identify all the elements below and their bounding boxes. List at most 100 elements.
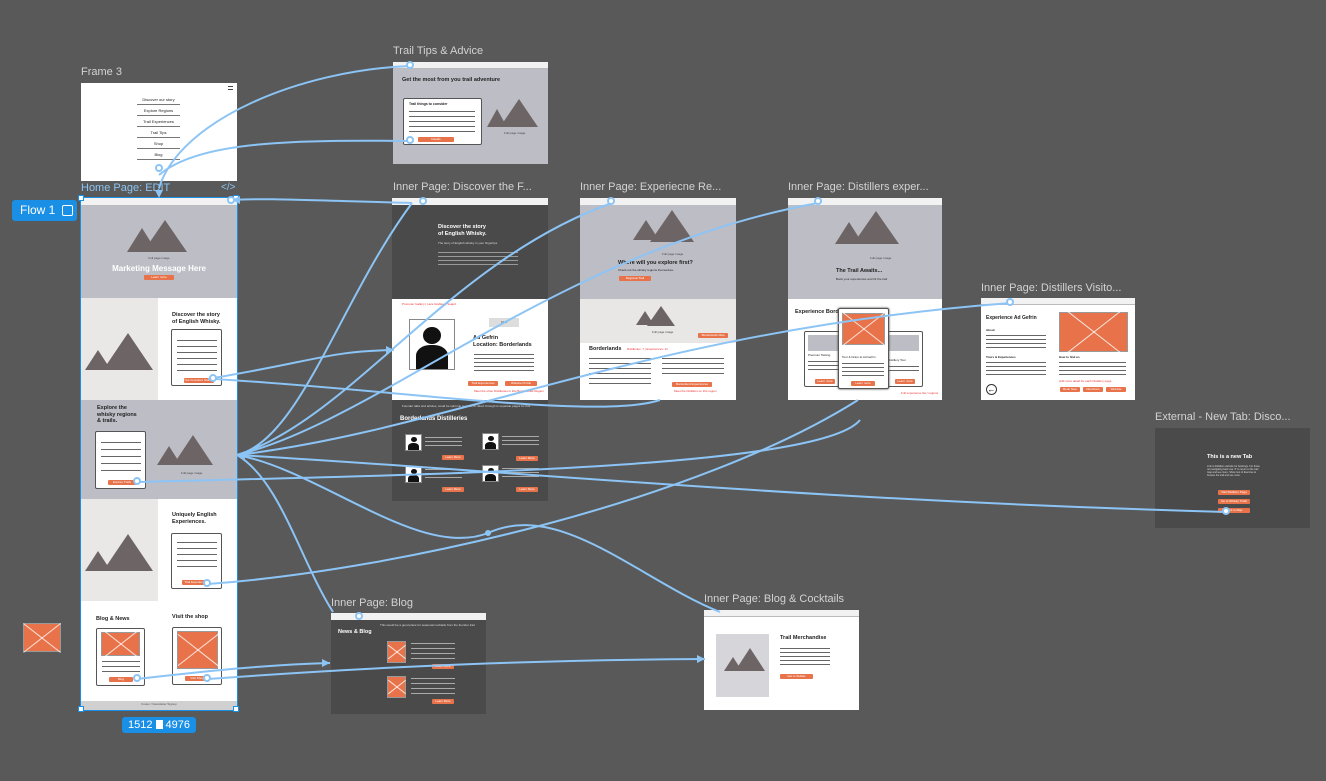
menu-item-regions[interactable]: Explore Regions — [137, 106, 180, 116]
frame-label-experience[interactable]: Inner Page: Experiecne Re... — [580, 181, 722, 193]
back-arrow-icon[interactable]: ← — [986, 384, 997, 395]
frame-label-discover[interactable]: Inner Page: Discover the F... — [393, 181, 532, 193]
visit-distillers-button[interactable]: Visit Distillers Page — [1218, 490, 1250, 495]
learn-more-button[interactable]: Learn More — [442, 487, 464, 492]
menu-item-shop[interactable]: Shop — [137, 139, 180, 149]
website-button[interactable]: Website — [1106, 387, 1126, 392]
frame-shop[interactable]: Trail Merchandise Get to Soldier — [704, 610, 859, 710]
connection-handle[interactable] — [155, 164, 163, 172]
experience-list-link[interactable]: Full experience list / regions — [901, 391, 939, 395]
blog-title: Blog & News — [96, 616, 130, 622]
meet-distillers-link[interactable]: Meet the Distillers on this region — [674, 389, 717, 393]
frame-discover[interactable]: Discover the story of English Whisky. Th… — [392, 198, 548, 501]
featured-card: Tour & Dram at Ad Gefrin Learn more — [838, 308, 889, 389]
size-height: 4976 — [165, 719, 190, 731]
frame-label-distillers[interactable]: Inner Page: Distillers exper... — [788, 181, 929, 193]
shop-heading: Trail Merchandise — [780, 635, 827, 641]
frame-label-external[interactable]: External - New Tab: Disco... — [1155, 411, 1291, 423]
learn-more-button[interactable]: Learn More — [432, 664, 454, 669]
blog-button[interactable]: Blog — [109, 677, 133, 682]
frame-label-shop[interactable]: Inner Page: Blog & Cocktails — [704, 593, 845, 605]
distilleries-heading: Borderlands Distilleries — [400, 416, 468, 422]
unique-card: Trail Experiences — [171, 533, 222, 589]
frame-experience[interactable]: Full page image Where will you explore f… — [580, 198, 736, 400]
discover-image — [81, 298, 158, 400]
floating-image-placeholder[interactable] — [23, 623, 61, 652]
back-to-map-button[interactable]: Back to Map — [1218, 508, 1250, 513]
learn-more-button[interactable]: Learn More — [442, 455, 464, 460]
connection-handle[interactable] — [227, 196, 235, 204]
learn-more-button[interactable]: Learn more — [895, 379, 915, 384]
frame-blog[interactable]: News & Blog This would be a good place f… — [331, 613, 486, 714]
experience-card: Distillery Tour Learn more — [884, 331, 923, 387]
connection-handle[interactable] — [814, 197, 822, 205]
learn-more-button[interactable]: Learn More — [516, 487, 538, 492]
connection-handle[interactable] — [203, 579, 211, 587]
menu-item-tips[interactable]: Trail Tips — [137, 128, 180, 138]
connection-handle[interactable] — [133, 477, 141, 485]
selection-handle[interactable] — [78, 195, 84, 201]
shop-title: Visit the shop — [172, 614, 208, 620]
tips-card: Trail things to consider Details — [403, 98, 482, 145]
menu-item-story[interactable]: Discover our story — [137, 95, 180, 105]
founder-name: Ad Gefrin Location: Borderlands — [473, 335, 532, 348]
connection-handle[interactable] — [133, 674, 141, 682]
frame-label-tips[interactable]: Trail Tips & Advice — [393, 45, 484, 57]
regional-trail-button[interactable]: Regional Trail — [619, 276, 651, 281]
learn-more-button[interactable]: Learn More — [432, 699, 454, 704]
connection-handle[interactable] — [406, 61, 414, 69]
trail-exp-button[interactable]: Trail Experiences — [468, 381, 498, 386]
menu-item-blog[interactable]: Blog — [137, 150, 180, 160]
connection-handle[interactable] — [203, 674, 211, 682]
connection-handle[interactable] — [607, 197, 615, 205]
selection-handle[interactable] — [78, 706, 84, 712]
footer: Footer / Newsletter Signup — [81, 701, 237, 710]
browser-bar — [81, 198, 237, 206]
connection-handle[interactable] — [419, 197, 427, 205]
hero-cta-button[interactable]: Learn more — [144, 275, 174, 280]
learn-more-button[interactable]: Learn More — [516, 456, 538, 461]
frame-tips[interactable]: Get the most from you trail adventure Tr… — [393, 62, 548, 164]
blog-heading: News & Blog — [338, 629, 372, 635]
connection-handle[interactable] — [406, 136, 414, 144]
connection-handle[interactable] — [355, 612, 363, 620]
hamburger-icon[interactable] — [228, 86, 233, 90]
flow-badge[interactable]: Flow 1 — [12, 200, 77, 221]
connection-handle[interactable] — [1006, 298, 1014, 306]
book-now-button[interactable]: Book Now — [1060, 387, 1080, 392]
frame-home[interactable]: Full page image Marketing Message Here L… — [80, 197, 238, 711]
hero-message: Marketing Message Here — [112, 264, 206, 273]
connection-handle[interactable] — [1222, 507, 1230, 515]
directions-button[interactable]: Directions — [1083, 387, 1103, 392]
explore-section: Explore the whisky regions & trails. Exp… — [81, 400, 237, 499]
code-icon[interactable]: </> — [221, 182, 236, 193]
shop-card: Visit Shop — [172, 627, 222, 685]
learn-more-button[interactable]: Learn more — [815, 379, 835, 384]
menu-item-experiences[interactable]: Trail Experiences — [137, 117, 180, 127]
frame-external[interactable]: This is a new Tab Link to Distillers web… — [1155, 428, 1310, 528]
frame-label-visitor[interactable]: Inner Page: Distillers Visito... — [981, 282, 1122, 294]
frame-label-frame3[interactable]: Frame 3 — [81, 66, 122, 78]
website-profile-button[interactable]: Website Profile — [505, 381, 537, 386]
explore-trails-button[interactable]: Explore Trails — [108, 480, 136, 485]
frame-distillers[interactable]: Full page image The Trail Awaits... Book… — [788, 198, 942, 400]
shop-action-button[interactable]: Get to Soldier — [780, 674, 813, 679]
whisky-trails-button[interactable]: Go to Whisky Trails — [1218, 499, 1250, 504]
external-title: This is a new Tab — [1207, 454, 1253, 460]
visitor-heading: Experience Ad Gefrin — [986, 315, 1037, 321]
play-icon[interactable] — [62, 205, 73, 216]
frame-label-home[interactable]: Home Page: EDIT — [81, 182, 171, 194]
frame-visitor[interactable]: Experience Ad Gefrin About Tours & Exper… — [981, 298, 1135, 400]
founders-button[interactable]: Our Founders Stories — [184, 378, 214, 383]
selection-handle[interactable] — [233, 706, 239, 712]
tips-details-button[interactable]: Details — [418, 137, 454, 142]
borderland-exp-button[interactable]: Borderland Experiences — [672, 382, 712, 387]
connection-handle[interactable] — [209, 374, 217, 382]
learn-more-button[interactable]: Learn more — [851, 381, 875, 386]
discover-gallery-link[interactable]: Promoter Gallery | Lara Grablee | Soapd — [402, 302, 456, 306]
frame-label-blog[interactable]: Inner Page: Blog — [331, 597, 413, 609]
hero-image: Full page image Marketing Message Here L… — [81, 206, 237, 298]
trail-experiences-button[interactable]: Trail Experiences — [182, 580, 210, 585]
borderlands-map-button[interactable]: Borderlands Map — [698, 333, 728, 338]
